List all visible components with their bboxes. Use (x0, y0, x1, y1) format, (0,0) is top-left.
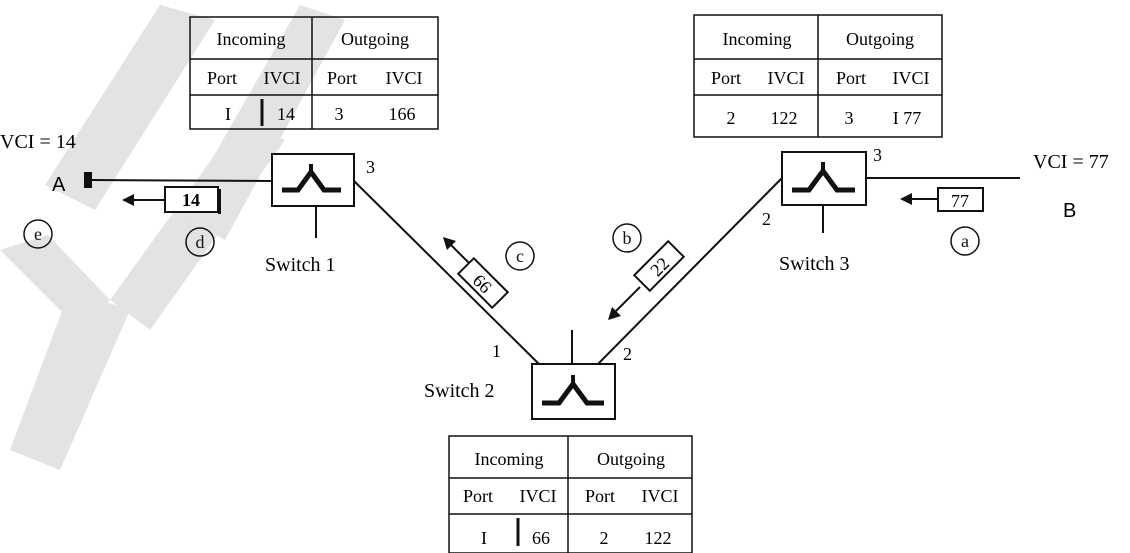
table-switch-2: Incoming Outgoing Port IVCI Port IVCI I … (448, 435, 693, 553)
switch-2-port-1: 1 (492, 341, 501, 361)
arrow-s2-s1 (449, 243, 471, 265)
switch-1-box (271, 153, 355, 207)
table-switch-3-in-port: Port (711, 68, 741, 88)
table-switch-1-row-in-vci: 14 (277, 104, 295, 124)
table-switch-1-out-vci: IVCI (386, 68, 423, 88)
switch-3-port-2: 2 (762, 209, 771, 229)
table-switch-1-out-port: Port (327, 68, 357, 88)
arrowhead-s2-s1 (443, 237, 456, 250)
switch-2-box (531, 363, 616, 420)
table-switch-2-out-vci: IVCI (642, 486, 679, 506)
links (91, 177, 1020, 369)
table-switch-2-incoming: Incoming (475, 449, 544, 469)
link-switch1-switch2 (353, 180, 544, 369)
packet-link-s2-s1-box (456, 256, 510, 310)
table-switch-2-out-port: Port (585, 486, 615, 506)
table-switch-3-incoming: Incoming (723, 29, 792, 49)
endpoint-b: B VCI = 77 (1033, 151, 1109, 222)
step-d-label: d (196, 232, 205, 252)
step-c-label: c (516, 246, 524, 266)
endpoint-b-vci: VCI = 77 (1033, 151, 1109, 173)
step-c-circle (505, 241, 535, 271)
packet-at-a-shadow (218, 189, 221, 214)
table-switch-1-outgoing: Outgoing (341, 29, 409, 49)
table-switch-1-in-vci: IVCI (264, 68, 301, 88)
table-switch-2-frame (448, 435, 693, 553)
switch-3-label: Switch 3 (779, 253, 850, 275)
endpoint-a-label: A (52, 174, 66, 196)
table-switch-1-row-out-port: 3 (335, 104, 344, 124)
table-switch-2-in-port: Port (463, 486, 493, 506)
table-switch-2-in-vci: IVCI (520, 486, 557, 506)
step-markers (23, 219, 980, 271)
table-switch-3-row-out-port: 3 (845, 108, 854, 128)
arrowhead-at-a (122, 194, 134, 206)
table-switch-1-row-out-vci: 166 (389, 104, 416, 124)
step-b-circle (612, 223, 642, 253)
packet-at-a: 14 (122, 186, 221, 214)
switch-1-label: Switch 1 (265, 254, 336, 276)
link-a-switch1 (91, 179, 273, 182)
switch-1-port-3: 3 (366, 157, 375, 177)
endpoint-a-vci: VCI = 14 (0, 131, 76, 153)
table-switch-1-frame (189, 16, 439, 130)
step-a-circle (950, 226, 980, 256)
table-switch-3-out-port: Port (836, 68, 866, 88)
packet-at-a-box (164, 186, 219, 213)
switch-1: Switch 1 3 (265, 153, 375, 276)
table-switch-2-row-in-vci: 66 (532, 528, 550, 548)
arrowhead-at-b (900, 193, 912, 205)
table-switch-3-out-vci: IVCI (893, 68, 930, 88)
switch-2: Switch 2 1 2 (424, 341, 632, 420)
packet-link-s2-s1: 66 (443, 237, 510, 310)
endpoint-b-label: B (1063, 200, 1076, 222)
arrowhead-s3-s2 (608, 307, 621, 320)
packet-at-b-box (937, 187, 984, 212)
switch-3-box (781, 151, 867, 206)
table-switch-1-in-port: Port (207, 68, 237, 88)
table-switch-1-incoming: Incoming (217, 29, 286, 49)
packet-at-b: 77 (900, 187, 984, 212)
step-b-label: b (623, 228, 632, 248)
table-switch-3: Incoming Outgoing Port IVCI Port IVCI 2 … (693, 14, 943, 138)
table-switch-2-row-in-port: I (481, 528, 487, 548)
step-a-label: a (961, 231, 969, 251)
table-switch-3-row-in-port: 2 (727, 108, 736, 128)
link-switch2-switch3 (595, 177, 783, 367)
switch-3: Switch 3 2 3 (762, 145, 882, 275)
switch-3-port-3: 3 (873, 145, 882, 165)
step-d-circle (185, 227, 215, 257)
table-switch-2-outgoing: Outgoing (597, 449, 665, 469)
step-e-circle (23, 219, 53, 249)
step-e-label: e (34, 224, 42, 244)
packet-at-a-label: 14 (182, 190, 200, 210)
arrow-s3-s2 (615, 286, 641, 312)
table-switch-3-row-in-vci: 122 (771, 108, 798, 128)
step-labels: a b c d e (34, 224, 969, 266)
table-switch-1: Incoming Outgoing Port IVCI Port IVCI I … (189, 16, 439, 130)
endpoint-a: A VCI = 14 (0, 131, 92, 196)
table-switch-3-in-vci: IVCI (768, 68, 805, 88)
packet-link-s3-s2-box (632, 239, 686, 293)
table-switch-3-row-out-vci: I 77 (893, 108, 922, 128)
packet-at-b-label: 77 (951, 191, 969, 211)
table-switch-2-row-out-vci: 122 (645, 528, 672, 548)
switch-2-port-2: 2 (623, 344, 632, 364)
packet-link-s3-s2: 22 (608, 239, 686, 320)
endpoint-a-connector (84, 172, 92, 188)
switch-2-label: Switch 2 (424, 380, 495, 402)
table-switch-3-outgoing: Outgoing (846, 29, 914, 49)
table-switch-1-row-in-port: I (225, 104, 231, 124)
table-switch-2-row-out-port: 2 (600, 528, 609, 548)
